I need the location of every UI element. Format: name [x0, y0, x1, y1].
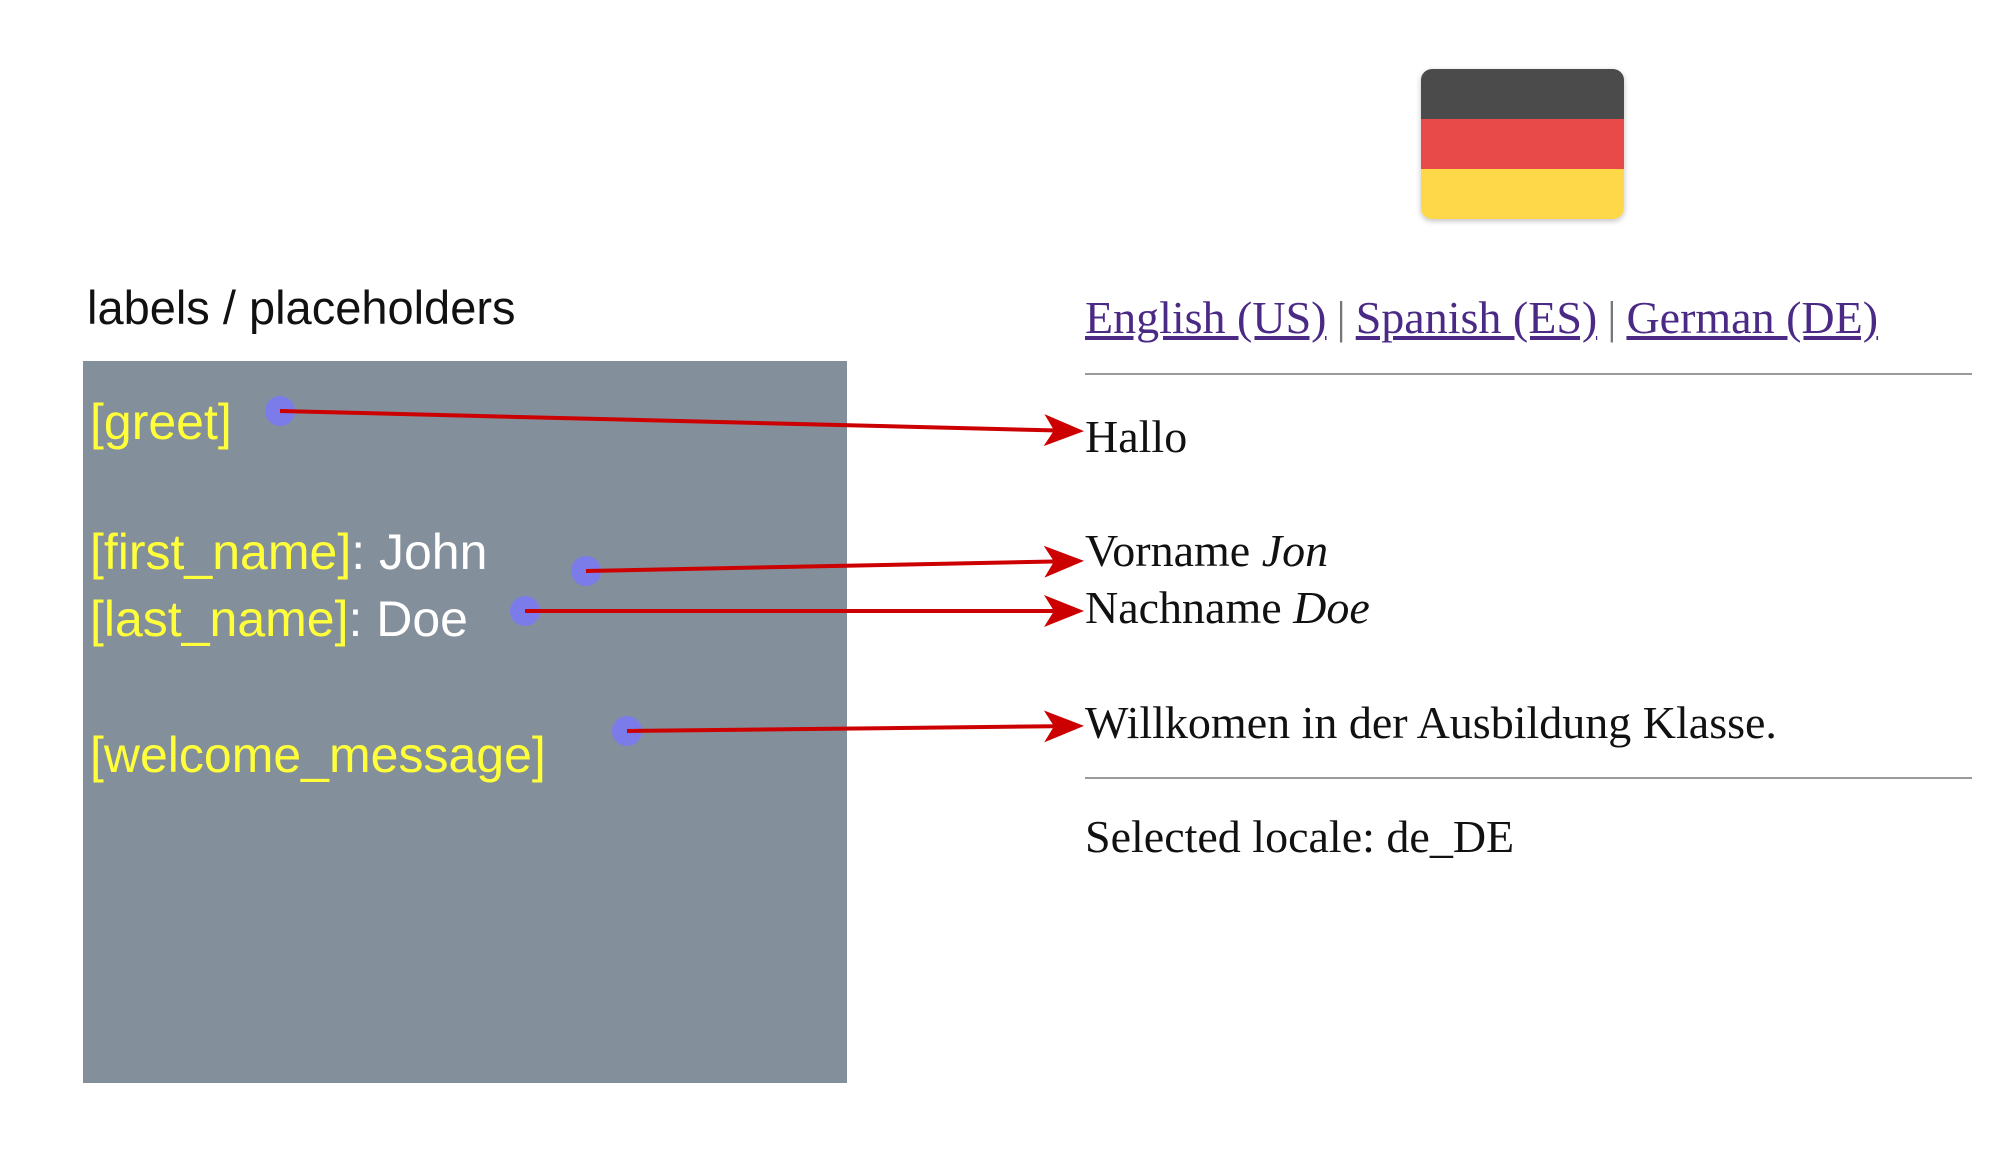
- divider-top: [1085, 373, 1972, 375]
- last-name-line: Nachname Doe: [1085, 581, 1370, 634]
- panel-title: labels / placeholders: [87, 281, 516, 334]
- flag-stripe-red: [1421, 119, 1624, 169]
- greeting-text: Hallo: [1085, 411, 1188, 462]
- first-name-label: Vorname: [1085, 525, 1251, 576]
- connector-dot-greet: [265, 396, 295, 426]
- language-link-spanish[interactable]: Spanish (ES): [1355, 292, 1598, 343]
- flag-stripe-black: [1421, 69, 1624, 119]
- first-name-line: Vorname Jon: [1085, 524, 1328, 577]
- flag-stripe-gold: [1421, 169, 1624, 219]
- language-separator: |: [1607, 292, 1617, 343]
- last-name-label: Nachname: [1085, 582, 1282, 633]
- language-link-english[interactable]: English (US): [1085, 292, 1327, 343]
- placeholder-panel: [greet] [first_name]: John [last_name]: …: [83, 361, 847, 1083]
- placeholder-first-name-key: [first_name]: [90, 524, 352, 580]
- selected-locale-text: Selected locale: de_DE: [1085, 811, 1515, 862]
- placeholder-welcome-message-key: [welcome_message]: [90, 727, 546, 783]
- connector-dot-first-name: [571, 556, 601, 586]
- placeholder-last-name-key: [last_name]: [90, 591, 349, 647]
- language-link-german[interactable]: German (DE): [1626, 292, 1879, 343]
- placeholder-greet: [greet]: [90, 397, 232, 447]
- first-name-value: Jon: [1261, 525, 1329, 576]
- connector-dot-welcome-message: [612, 716, 642, 746]
- last-name-value: Doe: [1293, 582, 1370, 633]
- placeholder-first-name-value: : John: [351, 524, 488, 580]
- placeholder-welcome-message: [welcome_message]: [90, 730, 546, 780]
- connector-dot-last-name: [510, 596, 540, 626]
- germany-flag-icon: [1421, 69, 1624, 219]
- welcome-message-text: Willkomen in der Ausbildung Klasse.: [1085, 697, 1777, 748]
- language-separator: |: [1336, 292, 1346, 343]
- divider-bottom: [1085, 777, 1972, 779]
- placeholder-greet-key: [greet]: [90, 394, 232, 450]
- placeholder-first-name: [first_name]: John: [90, 527, 487, 577]
- language-switcher: English (US)|Spanish (ES)|German (DE): [1085, 291, 1878, 344]
- placeholder-last-name-value: : Doe: [348, 591, 468, 647]
- placeholder-last-name: [last_name]: Doe: [90, 594, 468, 644]
